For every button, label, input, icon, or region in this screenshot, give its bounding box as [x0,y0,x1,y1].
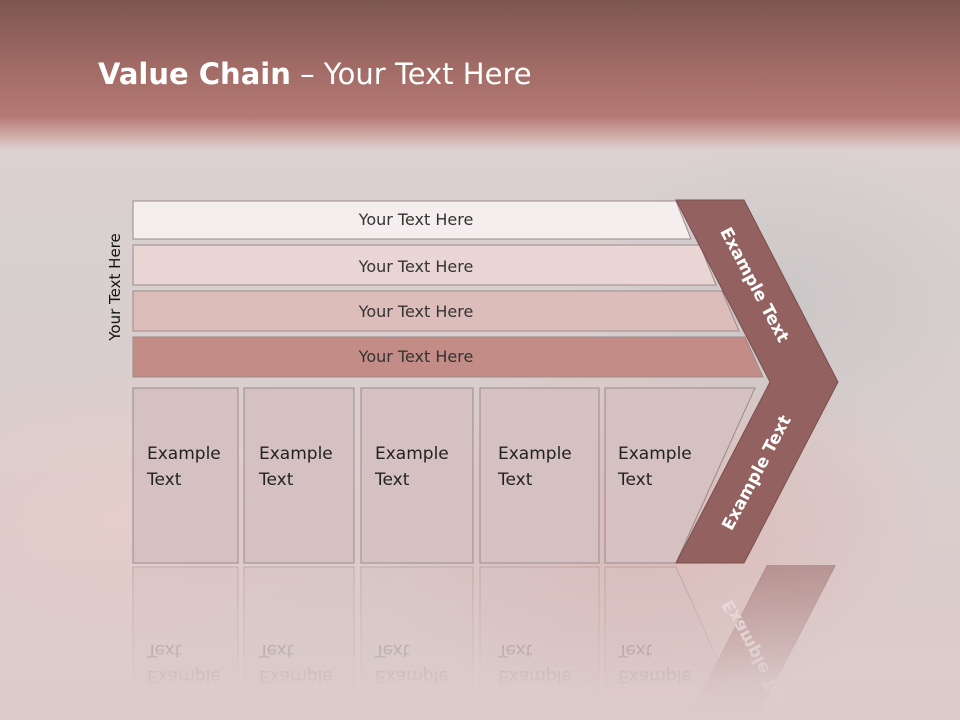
reflection: Example Text Example Text Example Text E… [132,559,839,720]
support-bar-1[interactable] [132,200,692,240]
svg-text:Text: Text [146,640,182,660]
primary-box-3[interactable] [360,387,474,564]
primary-box-5-line1: Example [618,444,692,464]
primary-box-4-line1: Example [498,444,572,464]
svg-text:Text: Text [374,640,410,660]
primary-box-1-line1: Example [147,444,221,464]
primary-box-1[interactable] [132,387,239,564]
svg-text:Example: Example [498,666,572,686]
svg-text:Example: Example [147,666,221,686]
primary-box-2-line2: Text [258,470,294,490]
svg-text:Text: Text [258,640,294,660]
support-bar-4[interactable] [132,336,764,378]
support-bar-3-label: Your Text Here [358,302,474,321]
title-rest: – Your Text Here [290,57,532,91]
svg-text:Example: Example [259,666,333,686]
title-bold: Value Chain [98,57,291,91]
slide-title[interactable]: Value Chain – Your Text Here [98,54,532,94]
margin-chevron[interactable] [675,199,839,564]
primary-box-3-line1: Example [375,444,449,464]
primary-box-2[interactable] [243,387,355,564]
svg-text:Text: Text [617,640,653,660]
title-banner [0,0,960,150]
primary-box-4-line2: Text [497,470,533,490]
support-bar-2[interactable] [132,244,717,286]
support-bar-3[interactable] [132,290,740,332]
primary-box-2-line1: Example [259,444,333,464]
svg-text:Text: Text [497,640,533,660]
svg-text:Example: Example [618,666,692,686]
support-bar-1-label: Your Text Here [358,210,474,229]
primary-box-5-line2: Text [617,470,653,490]
support-bar-4-label: Your Text Here [358,347,474,366]
svg-text:Example: Example [375,666,449,686]
primary-box-4[interactable] [479,387,600,564]
value-chain-main: Your Text Here Your Text Here Your Text … [132,199,839,564]
primary-box-3-line2: Text [374,470,410,490]
primary-box-1-line2: Text [146,470,182,490]
support-bar-2-label: Your Text Here [358,257,474,276]
